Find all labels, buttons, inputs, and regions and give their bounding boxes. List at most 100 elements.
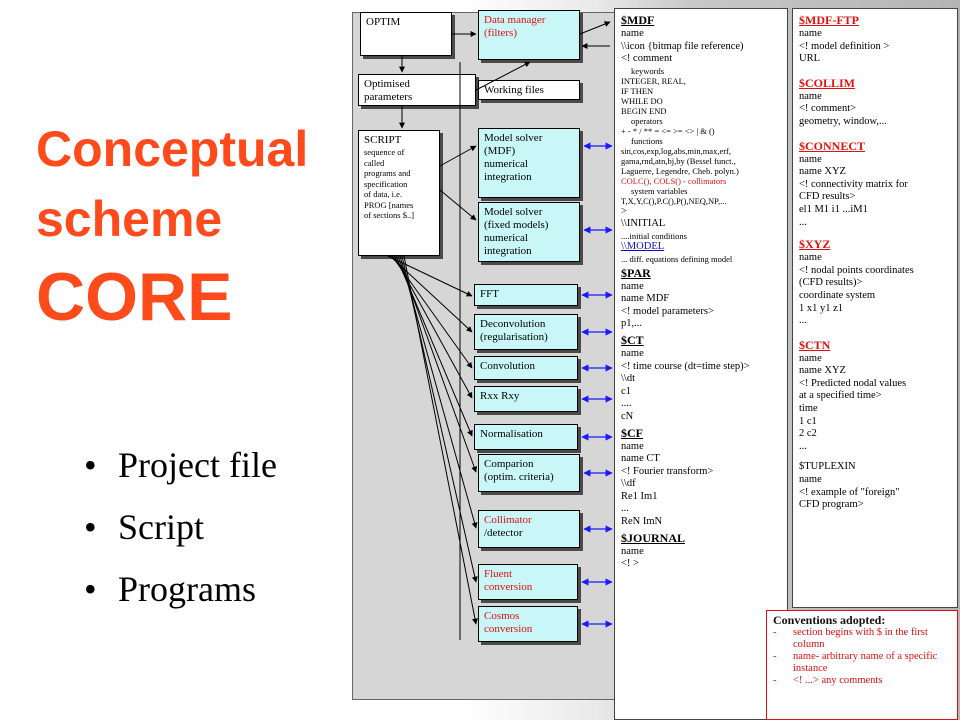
project-line: functions bbox=[631, 135, 663, 146]
project-line: name MDF bbox=[621, 293, 670, 305]
project-line: <! connectivity matrix for bbox=[799, 178, 908, 190]
project-line: \\icon {bitmap file reference) bbox=[621, 40, 744, 52]
project-line: 1 c1 bbox=[799, 415, 817, 427]
project-line: coordinate system bbox=[799, 289, 876, 301]
project-line: name bbox=[621, 28, 644, 39]
connector-line bbox=[579, 21, 611, 35]
module-label: conversion bbox=[484, 623, 533, 635]
project-line: ... bbox=[799, 216, 807, 228]
module-label: Collimator bbox=[484, 514, 532, 526]
project-line: 2 c2 bbox=[799, 428, 817, 440]
project-line: .... bbox=[621, 398, 632, 410]
project-line: <! time course (dt=time step)> bbox=[621, 360, 750, 372]
project-line: name XYZ bbox=[799, 166, 846, 178]
data-manager-label: (filters) bbox=[484, 27, 517, 39]
conventions-dash: - bbox=[773, 627, 777, 638]
project-line: name bbox=[799, 352, 822, 364]
module-label: Convolution bbox=[480, 360, 536, 372]
section-par: $PAR bbox=[621, 265, 651, 280]
project-file-column-left: $MDF name \\icon {bitmap file reference)… bbox=[614, 8, 788, 720]
project-line: ....initial conditions bbox=[621, 230, 687, 241]
bullet-item: Project file bbox=[84, 434, 277, 496]
conventions-item: - section begins with $ in the first col… bbox=[773, 627, 951, 651]
project-line: at a specified time> bbox=[799, 390, 882, 402]
module-label: (fixed models) bbox=[484, 219, 549, 231]
project-line: name bbox=[621, 347, 644, 359]
script-text: specification bbox=[364, 178, 408, 189]
script-text: programs and bbox=[364, 168, 411, 178]
script-text: of sections $..] bbox=[364, 210, 415, 220]
project-line: <! model parameters> bbox=[621, 305, 714, 317]
project-line: COLC(), COLS() - collimators bbox=[621, 175, 727, 186]
project-line: INTEGER, REAL, bbox=[621, 75, 686, 86]
module-label: (regularisation) bbox=[480, 331, 548, 343]
project-line: name bbox=[621, 280, 644, 292]
project-line: name bbox=[799, 28, 822, 39]
module-fluent-conversion: Fluent conversion bbox=[478, 564, 578, 600]
project-line: \\df bbox=[621, 478, 636, 490]
project-line: time bbox=[799, 403, 818, 415]
connector-line bbox=[439, 189, 477, 221]
working-files-label: Working files bbox=[484, 84, 544, 96]
module-label: conversion bbox=[484, 581, 533, 593]
optimised-parameters-box: Optimised parameters bbox=[358, 74, 476, 106]
module-label: numerical bbox=[484, 158, 528, 170]
project-line: name bbox=[621, 440, 644, 452]
project-line: Re1 Im1 bbox=[621, 490, 658, 502]
section-journal: $JOURNAL bbox=[621, 530, 686, 545]
optim-box: OPTIM bbox=[360, 12, 452, 56]
project-line: system variables bbox=[631, 185, 688, 196]
module-label: (MDF) bbox=[484, 145, 516, 157]
project-line: el1 M1 i1 ...iM1 bbox=[799, 203, 868, 215]
project-line: \\MODEL bbox=[621, 240, 665, 252]
optim-label: OPTIM bbox=[366, 16, 401, 28]
script-text: sequence of bbox=[364, 147, 405, 157]
project-line: <! nodal points coordinates bbox=[799, 264, 914, 276]
section-tuplexin: $TUPLEXIN bbox=[799, 461, 856, 473]
conventions-dash: - bbox=[773, 651, 777, 662]
project-line: geometry, window,... bbox=[799, 115, 887, 127]
project-line: gama,rnd,atn,bj,by (Bessel funct., bbox=[621, 155, 736, 166]
module-label: FFT bbox=[480, 288, 499, 300]
project-line: T,X,Y,C(),P.C(),P(),NEQ,NP,... bbox=[621, 195, 727, 206]
module-label: integration bbox=[484, 171, 532, 183]
module-label: Comparion bbox=[484, 458, 534, 470]
module-label: /detector bbox=[484, 527, 523, 539]
blue-io-arrows bbox=[581, 142, 613, 628]
section-ct: $CT bbox=[621, 332, 644, 347]
module-label: Model solver bbox=[484, 132, 543, 144]
project-line: operators bbox=[631, 115, 663, 126]
module-label: Model solver bbox=[484, 206, 543, 218]
project-line: c1 bbox=[621, 385, 631, 397]
conventions-box: Conventions adopted: - section begins wi… bbox=[766, 610, 958, 720]
project-line: CFD program> bbox=[799, 499, 864, 511]
project-file-column-right: $MDF-FTP name <! model definition > URL … bbox=[792, 8, 958, 608]
section-ctn: $CTN bbox=[799, 337, 831, 352]
project-line: <! model definition > bbox=[799, 40, 890, 52]
module-label: Deconvolution bbox=[480, 318, 546, 330]
module-convolution: Convolution bbox=[474, 356, 578, 380]
project-line: ReN ImN bbox=[621, 516, 663, 528]
conventions-text: <! ...> any comments bbox=[793, 675, 883, 686]
module-model-solver-mdf: Model solver (MDF) numerical integration bbox=[478, 128, 580, 198]
script-text: PROG [names bbox=[364, 199, 414, 210]
script-text: of data, i.e. bbox=[364, 189, 402, 199]
connector-line bbox=[439, 145, 477, 167]
project-line: name bbox=[621, 545, 644, 557]
module-normalisation: Normalisation bbox=[474, 424, 578, 450]
project-line: (CFD results)> bbox=[799, 277, 863, 289]
slide-title-line-3: CORE bbox=[36, 259, 233, 335]
conventions-title: Conventions adopted: bbox=[773, 613, 886, 627]
section-collim: $COLLIM bbox=[799, 75, 856, 90]
script-title: SCRIPT bbox=[364, 134, 402, 146]
black-connector-lines bbox=[387, 21, 611, 640]
conventions-dash: - bbox=[773, 675, 777, 686]
project-line: <! > bbox=[621, 558, 639, 570]
section-connect: $CONNECT bbox=[799, 138, 866, 153]
module-label: Fluent bbox=[484, 568, 513, 580]
script-text: called bbox=[364, 157, 385, 168]
project-line: BEGIN END bbox=[621, 105, 667, 116]
bullet-item: Script bbox=[84, 496, 277, 558]
project-line: sin,cos,exp,log,abs,min,max,erf, bbox=[621, 145, 732, 156]
data-manager-label: Data manager bbox=[484, 14, 546, 26]
